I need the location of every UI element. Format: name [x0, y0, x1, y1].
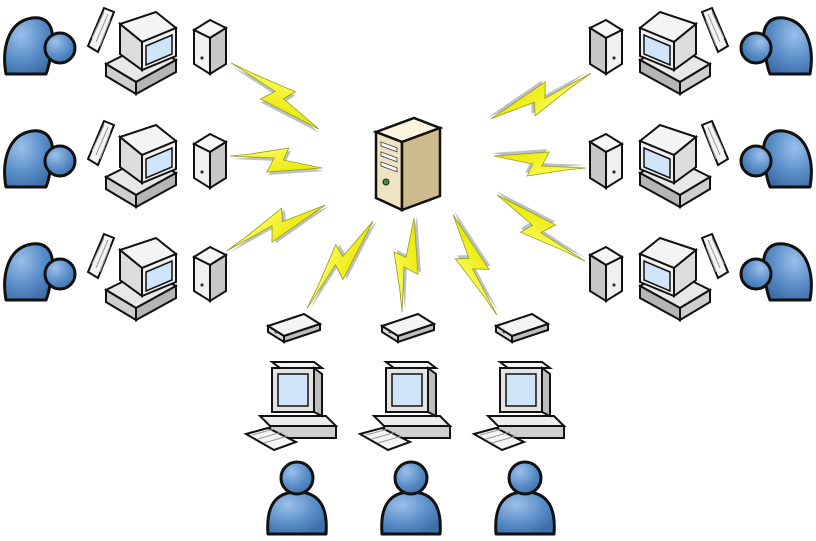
wireless-adapter-icon — [193, 133, 227, 189]
wireless-link-bottom-1 — [299, 208, 381, 320]
workstation-icon — [87, 120, 177, 208]
workstation-icon — [87, 7, 177, 95]
central-server — [372, 116, 444, 212]
wireless-adapter-icon — [267, 313, 321, 343]
station-bottom-1 — [245, 313, 337, 536]
wireless-link-right-3 — [484, 187, 596, 269]
wireless-link-bottom-2 — [393, 215, 422, 313]
user-icon — [739, 242, 813, 302]
wireless-adapter-icon — [193, 19, 227, 75]
station-left-2 — [3, 120, 227, 208]
station-right-3 — [589, 233, 813, 321]
station-right-1 — [589, 7, 813, 95]
user-icon — [380, 460, 442, 536]
wireless-link-bottom-3 — [434, 209, 514, 320]
user-icon — [3, 16, 77, 76]
server-tower-icon — [372, 116, 444, 212]
wireless-adapter-icon — [589, 133, 623, 189]
station-right-2 — [589, 120, 813, 208]
workstation-icon — [639, 7, 729, 95]
wireless-link-right-1 — [485, 56, 596, 138]
user-icon — [739, 129, 813, 189]
workstation-icon — [639, 233, 729, 321]
workstation-icon — [87, 233, 177, 321]
wireless-link-left-1 — [220, 55, 332, 137]
user-icon — [739, 16, 813, 76]
workstation-icon — [245, 361, 337, 451]
user-icon — [266, 460, 328, 536]
wireless-adapter-icon — [381, 313, 435, 343]
wireless-adapter-icon — [193, 246, 227, 302]
station-bottom-2 — [359, 313, 451, 536]
wireless-adapter-icon — [495, 313, 549, 343]
workstation-icon — [473, 361, 565, 451]
workstation-icon — [359, 361, 451, 451]
station-bottom-3 — [473, 313, 565, 536]
user-icon — [3, 129, 77, 189]
wireless-adapter-icon — [589, 246, 623, 302]
station-left-3 — [3, 233, 227, 321]
wireless-link-left-2 — [229, 147, 325, 176]
wireless-link-left-3 — [222, 186, 332, 268]
user-icon — [3, 242, 77, 302]
user-icon — [494, 460, 556, 536]
workstation-icon — [639, 120, 729, 208]
station-left-1 — [3, 7, 227, 95]
wireless-link-right-2 — [491, 148, 587, 177]
wireless-adapter-icon — [589, 19, 623, 75]
